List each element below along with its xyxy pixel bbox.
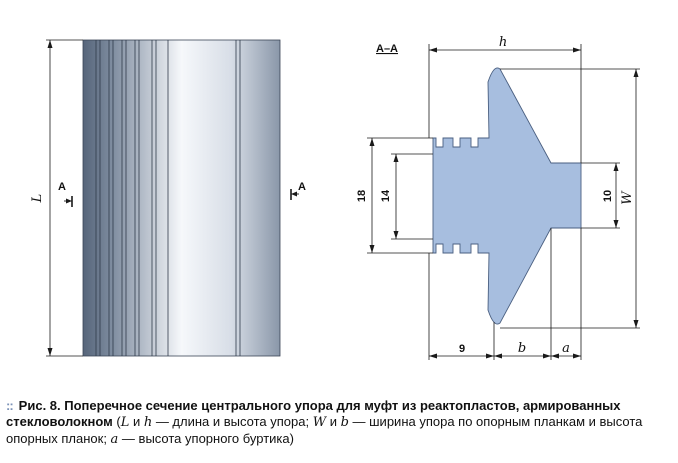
caption-text: и — [326, 414, 341, 429]
caption-text: — высота упорного буртика) — [118, 431, 294, 446]
caption-var-L: L — [120, 415, 130, 430]
caption-var-a: a — [110, 432, 119, 447]
section-label-right: A — [298, 181, 306, 193]
label-14: 14 — [380, 189, 392, 202]
label-9: 9 — [459, 343, 465, 355]
dimension-14: 14 — [380, 153, 433, 240]
caption-var-h: h — [143, 415, 153, 430]
caption-text: и — [129, 414, 144, 429]
dimension-10: 10 — [581, 162, 620, 229]
figure-caption: ::Рис. 8. Поперечное сечение центральног… — [6, 398, 672, 448]
caption-var-b: b — [340, 415, 349, 430]
label-L: L — [30, 194, 45, 204]
caption-text: — ширина упора по опорным планкам и высо… — [6, 414, 643, 446]
label-b: b — [518, 341, 526, 356]
label-W: W — [620, 190, 635, 205]
cylinder-grooves — [95, 40, 241, 356]
caption-var-W: W — [312, 415, 327, 430]
dimension-L: L — [30, 39, 83, 357]
section-title: A–A — [376, 43, 398, 55]
section-mark-right: A — [290, 181, 306, 200]
technical-drawing: L A A A–A h — [30, 35, 640, 360]
dimension-W: W — [500, 68, 640, 329]
caption-text: ( — [112, 414, 121, 429]
dimension-bottom: 9 b a — [428, 228, 582, 360]
dimension-18: 18 — [356, 137, 433, 254]
stop-cross-section — [432, 67, 582, 325]
caption-text: — длина и высота упора; — [152, 414, 313, 429]
figure-number: Рис. 8. — [18, 398, 61, 413]
caption-bullet-icon: :: — [6, 398, 14, 413]
label-18: 18 — [356, 190, 368, 202]
dimension-h: h — [428, 35, 582, 163]
cylinder-body — [82, 39, 281, 357]
section-label-left: A — [58, 181, 66, 193]
cylinder-side-view: L A A — [30, 39, 306, 357]
label-10: 10 — [602, 190, 614, 202]
label-a: a — [562, 341, 570, 356]
section-view: A–A h W 10 — [356, 35, 640, 360]
caption-title: Поперечное сечение центрального упора дл… — [6, 398, 621, 429]
label-h: h — [499, 35, 507, 50]
section-mark-left: A — [58, 181, 73, 207]
